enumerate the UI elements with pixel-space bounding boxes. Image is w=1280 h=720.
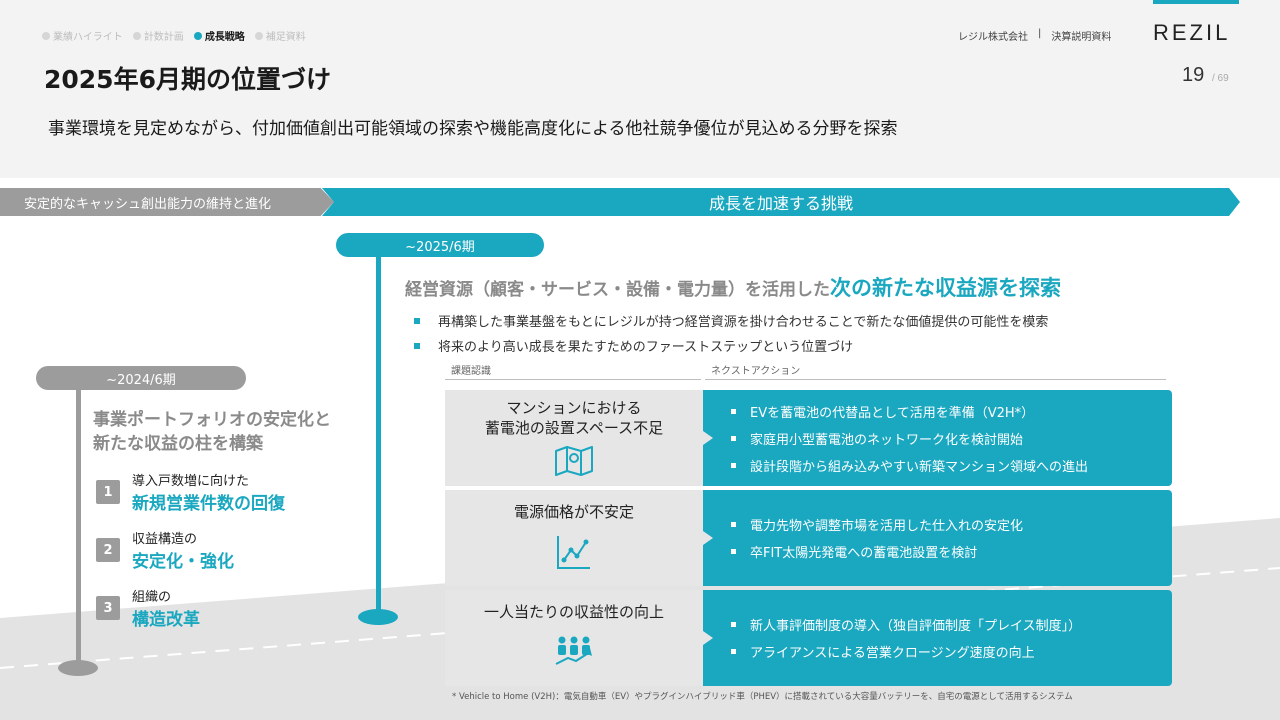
list-item: 再構築した事業基盤をもとにレジルが持つ経営資源を掛け合わせることで新たな価値提供… [414,308,1048,333]
column-header-action: ネクストアクション [705,362,955,380]
step-number: 3 [96,596,120,620]
step-headline: 安定化・強化 [132,552,234,572]
issue-cell: 電源価格が不安定 [445,490,703,586]
nav-dot-icon [132,31,141,40]
nav-item-appendix[interactable]: 補足資料 [254,28,306,43]
bullet-square-icon [414,342,420,349]
rezil-logo: REZIL [1153,20,1231,45]
page-subtitle: 事業環境を見定めながら、付加価値創出可能領域の探索や機能高度化による他社競争優位… [48,119,898,139]
header-area [0,0,1280,178]
column-divider [955,379,1166,380]
bullet-square-icon [731,462,736,468]
table-row: マンションにおける 蓄電池の設置スペース不足 EVを蓄電池の代替品として活用を準… [445,390,1172,486]
issue-text: 一人当たりの収益性の向上 [483,603,664,621]
banner-growth-challenge: 成長を加速する挑戦 [322,188,1240,216]
pole-base-2024 [58,660,98,676]
team-growth-icon [555,636,592,665]
nav-dot-icon [42,31,50,40]
phase-2025-heading: 経営資源（顧客・サービス・設備・電力量）を活用した 次の新たな収益源を探索 [405,276,1061,300]
line-chart-icon [557,536,590,569]
list-item: 家庭用小型蓄電池のネットワーク化を検討開始 [731,425,1172,452]
nav-item-highlights[interactable]: 業績ハイライト [42,28,123,43]
map-icon [555,446,593,476]
nav-item-growth[interactable]: 成長戦略 [193,28,245,43]
section-nav: 業績ハイライト 計数計画 成長戦略 補足資料 [42,28,306,43]
bullet-square-icon [731,549,736,554]
footnote: * Vehicle to Home (V2H)：電気自動車（EV）やプラグインハ… [452,692,1073,702]
list-item: 新人事評価制度の導入（独自評価制度「プレイス制度」） [731,611,1172,638]
bullet-square-icon [414,317,420,324]
pole-2025 [376,254,381,616]
column-header-issue: 課題認識 [445,362,701,380]
banner-stable-cash: 安定的なキャッシュ創出能力の維持と進化 [0,188,334,216]
company-info: レジル株式会社 | 決算説明資料 [958,28,1111,43]
table-row: 一人当たりの収益性の向上 新人事評価制度の導入（独自評価制度「プレイス制度」） … [445,590,1172,686]
phase-label-2025: ~2025/6期 [336,233,544,257]
list-item: EVを蓄電池の代替品として活用を準備（V2H*） [731,398,1172,425]
bullet-square-icon [731,649,736,654]
step-caption: 収益構造の [132,532,198,547]
step-caption: 組織の [132,590,172,605]
phase-2025-bullets: 再構築した事業基盤をもとにレジルが持つ経営資源を掛け合わせることで新たな価値提供… [414,308,1048,358]
bullet-square-icon [731,522,736,527]
step-caption: 導入戸数増に向けた [132,474,250,489]
step-2: 2 収益構造の 安定化・強化 [96,528,234,572]
step-number: 1 [96,480,120,504]
list-item: 卒FIT太陽光発電への蓄電池設置を検討 [731,538,1172,565]
separator: | [1038,28,1042,39]
top-accent-bar [1153,0,1239,4]
phase-label-2024: ~2024/6期 [36,366,246,390]
bullet-square-icon [731,622,736,627]
list-item: 設計段階から組み込みやすい新築マンション領域への進出 [731,452,1172,479]
issue-cell: マンションにおける 蓄電池の設置スペース不足 [445,390,703,486]
step-3: 3 組織の 構造改革 [96,586,200,630]
list-item: 電力先物や調整市場を活用した仕入れの安定化 [731,511,1172,538]
page-number: 19 [1182,64,1205,86]
doc-type: 決算説明資料 [1051,32,1112,43]
phase-2024-title: 事業ポートフォリオの安定化と 新たな収益の柱を構築 [93,410,331,454]
list-item: アライアンスによる営業クロージング速度の向上 [731,638,1172,665]
issue-text: マンションにおける 蓄電池の設置スペース不足 [484,399,664,437]
company-name: レジル株式会社 [958,32,1028,43]
bullet-square-icon [731,408,736,414]
nav-item-plan[interactable]: 計数計画 [132,28,184,43]
action-cell: 新人事評価制度の導入（独自評価制度「プレイス制度」） アライアンスによる営業クロ… [703,590,1172,686]
nav-dot-icon [254,31,263,40]
pole-base-2025 [358,609,398,625]
step-headline: 新規営業件数の回復 [132,494,285,514]
pole-2024 [76,388,81,668]
bullet-square-icon [731,435,736,441]
issue-cell: 一人当たりの収益性の向上 [445,590,703,686]
issue-text: 電源価格が不安定 [513,503,634,521]
step-number: 2 [96,538,120,562]
action-cell: 電力先物や調整市場を活用した仕入れの安定化 卒FIT太陽光発電への蓄電池設置を検… [703,490,1172,586]
page-title: 2025年6月期の位置づけ [44,65,331,94]
page-total: / 69 [1212,73,1229,84]
list-item: 将来のより高い成長を果たすためのファーストステップという位置づけ [414,333,1048,358]
step-1: 1 導入戸数増に向けた 新規営業件数の回復 [96,470,285,514]
action-cell: EVを蓄電池の代替品として活用を準備（V2H*） 家庭用小型蓄電池のネットワーク… [703,390,1172,486]
nav-dot-icon [193,31,202,40]
step-headline: 構造改革 [132,610,200,630]
table-row: 電源価格が不安定 電力先物や調整市場を活用した仕入れの安定化 卒FIT太陽光発電… [445,490,1172,586]
